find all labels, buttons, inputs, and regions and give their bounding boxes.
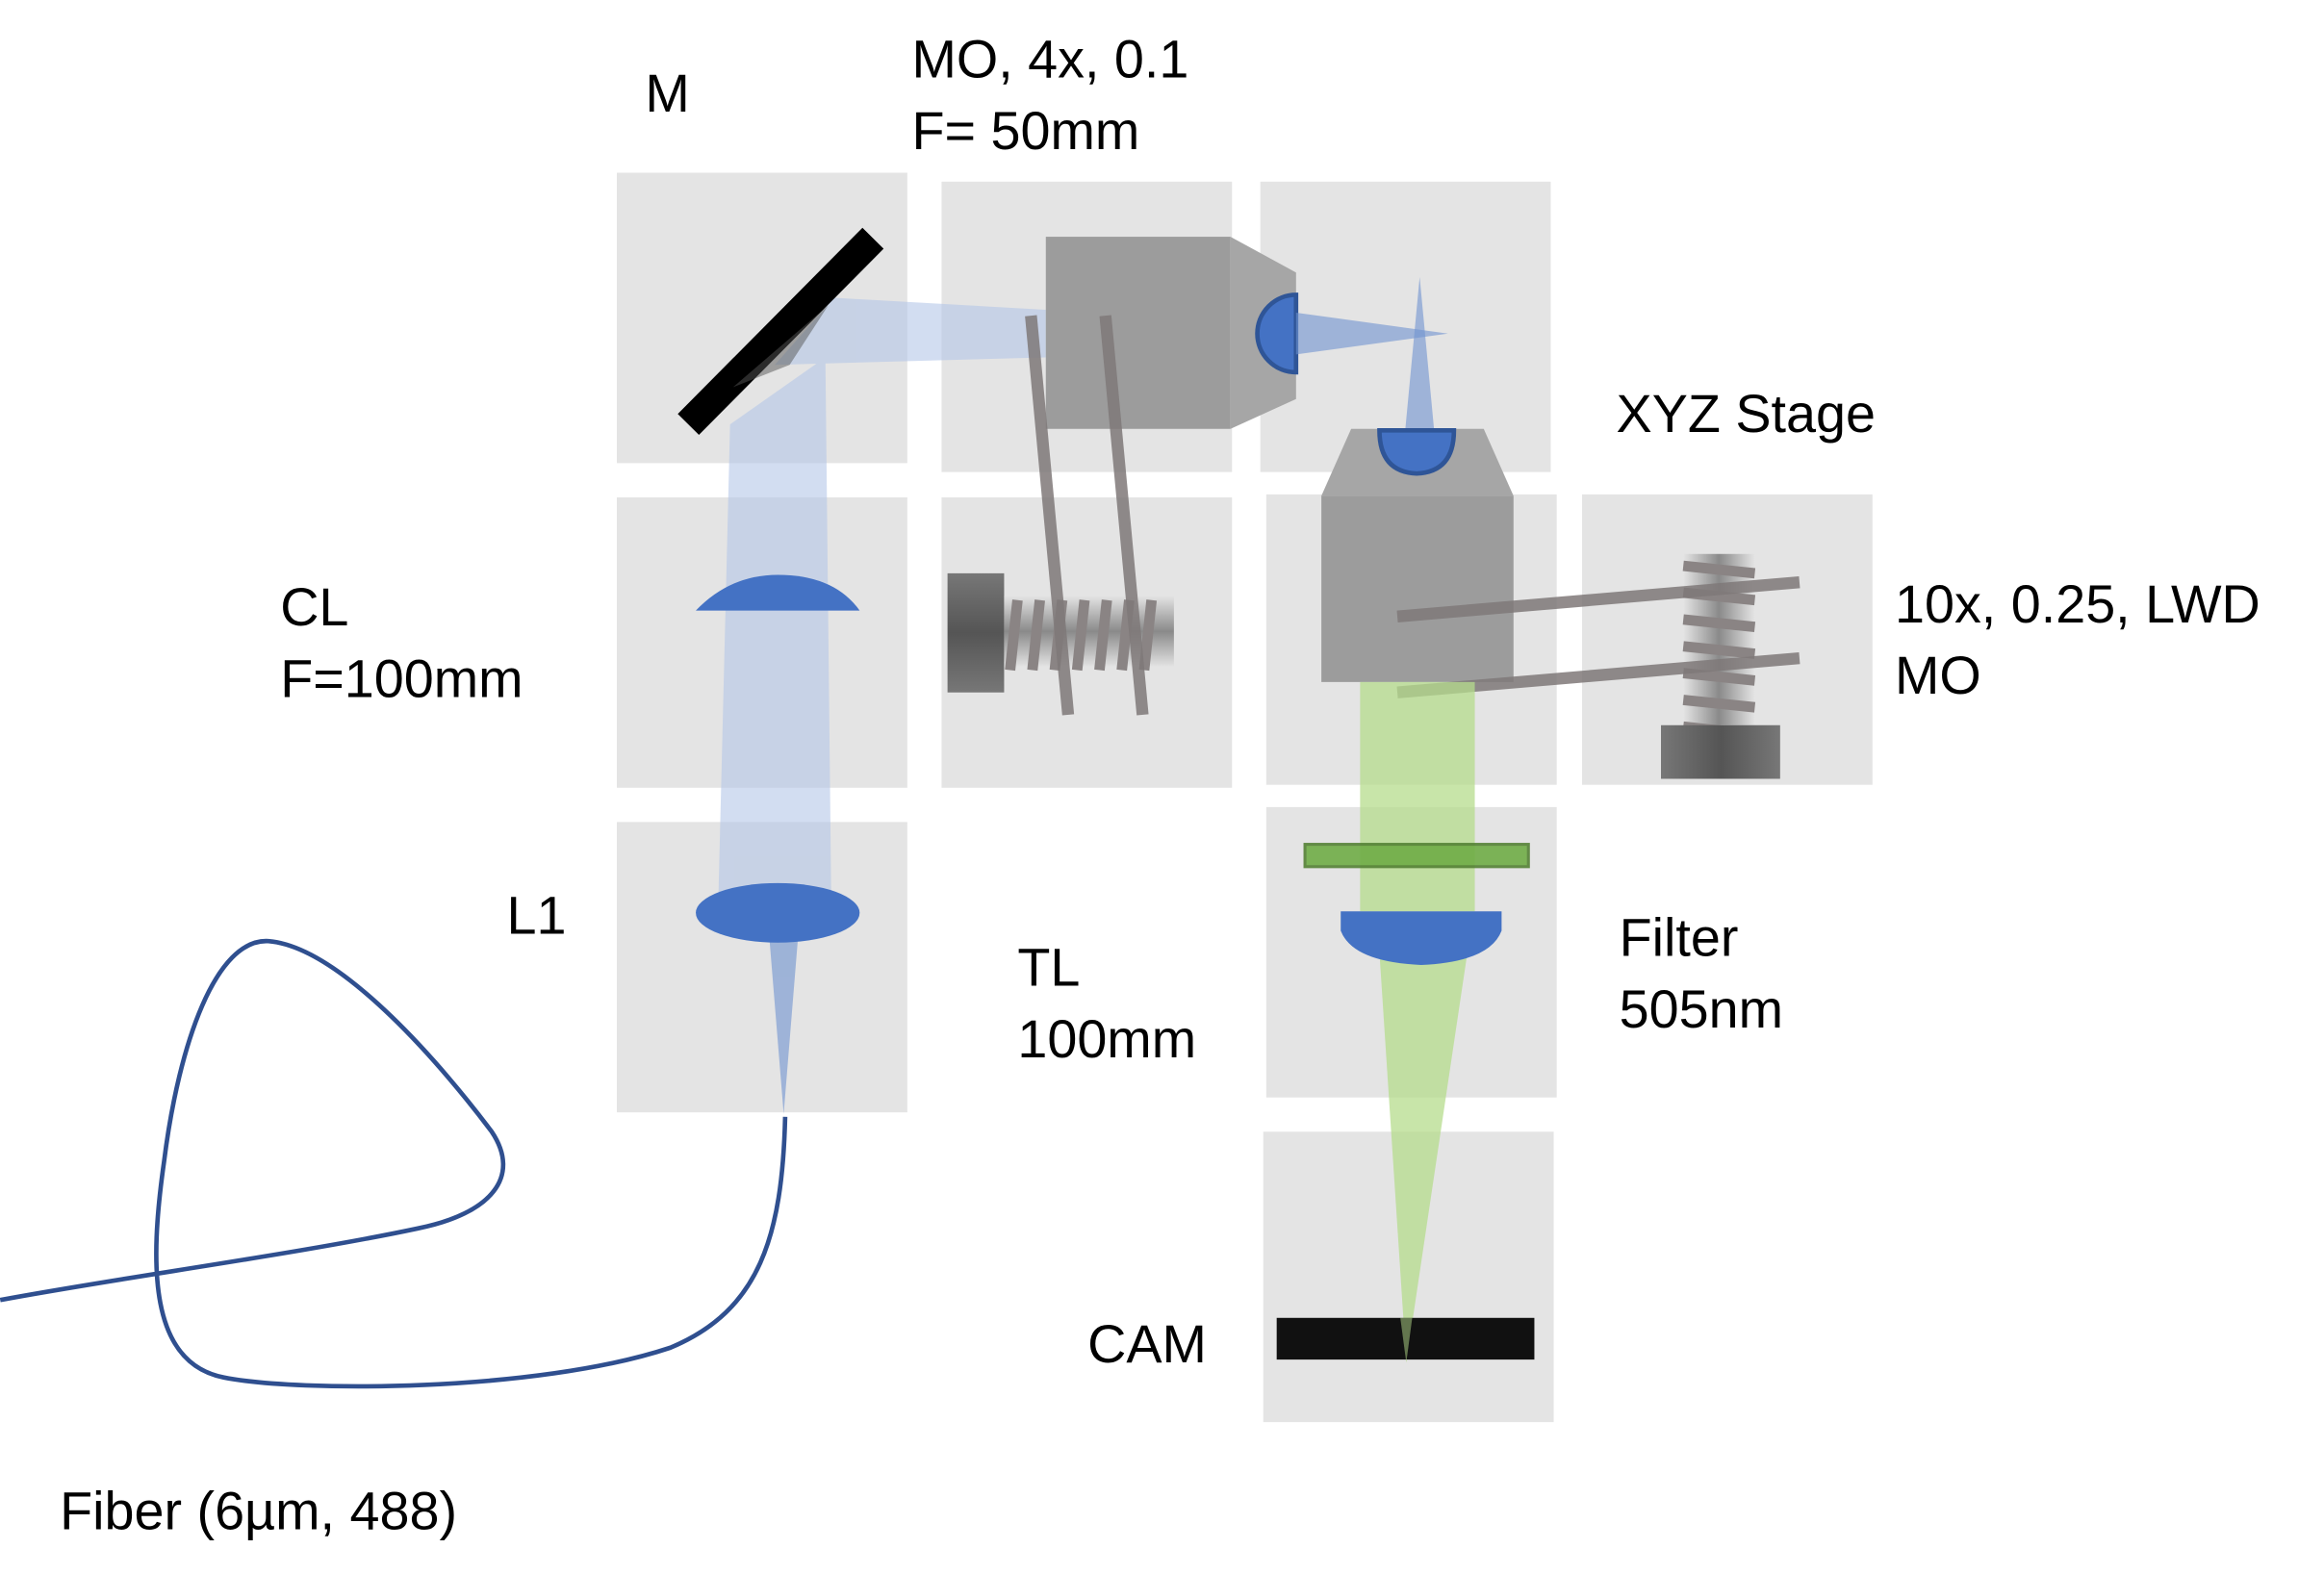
label-cl-2: F=100mm [280,648,523,708]
label-mo10x-2: MO [1895,646,1981,705]
label-mirror: M [645,63,689,123]
label-mo4x-1: MO, 4x, 0.1 [911,29,1188,89]
label-tl-2: 100mm [1017,1009,1196,1069]
filter [1303,843,1530,869]
optical-fiber [0,938,788,1389]
screw-x [947,572,1174,693]
label-cl-1: CL [280,577,348,637]
label-filter-2: 505nm [1620,979,1783,1039]
screw-z [1661,553,1780,779]
label-cam: CAM [1087,1314,1207,1374]
mirror [677,227,884,436]
label-tl-1: TL [1017,938,1080,998]
label-mo10x-1: 10x, 0.25, LWD [1895,574,2260,634]
focus-beam-vertical [1404,276,1435,435]
label-l1: L1 [506,885,566,945]
label-mo4x-2: F= 50mm [911,101,1139,161]
lens-cl [696,574,860,611]
label-stage: XYZ Stage [1617,384,1876,444]
lens-l1 [696,882,860,943]
label-fiber: Fiber (6µm, 488) [60,1482,457,1541]
tube-lens [1341,911,1502,965]
emission-beam [1360,681,1475,1363]
label-filter-1: Filter [1620,908,1739,968]
objective-10x [1321,427,1514,682]
excitation-beam [718,297,1046,1114]
focus-beam-horizontal [1295,313,1448,355]
objective-4x [1045,237,1299,429]
objective-4x-lens [1255,292,1299,375]
objective-10x-lens [1377,427,1457,476]
